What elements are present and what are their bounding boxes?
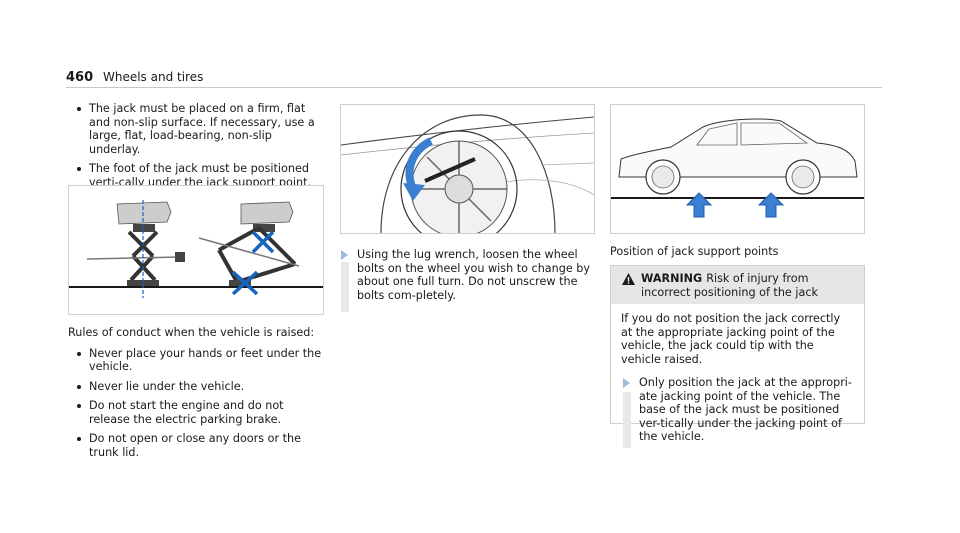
bullet-dot-icon <box>77 351 81 356</box>
bullet-dot-icon <box>77 107 81 111</box>
step-marker-bar <box>341 262 349 312</box>
list-item: Do not start the engine and do not relea… <box>74 399 326 426</box>
jack-support-points-illustration <box>610 104 865 234</box>
rules-intro: Rules of conduct when the vehicle is rai… <box>68 326 315 339</box>
bullet-dot-icon <box>77 384 81 389</box>
list-item: The jack must be placed on a firm, flat … <box>74 102 324 156</box>
step-marker-bar <box>623 392 631 448</box>
step-triangle-icon <box>623 378 630 388</box>
list-item: Never lie under the vehicle. <box>74 380 326 394</box>
jack-placement-bullets: The jack must be placed on a firm, flat … <box>74 102 324 195</box>
lug-wrench-illustration <box>340 104 595 234</box>
warning-label: WARNING <box>641 272 703 285</box>
page-header: 460 Wheels and tires <box>66 70 203 85</box>
section-title: Wheels and tires <box>102 70 204 84</box>
list-item: Never place your hands or feet under the… <box>74 347 326 374</box>
warning-body-text: If you do not position the jack correctl… <box>621 312 841 366</box>
header-divider <box>66 87 882 88</box>
warning-triangle-icon <box>622 273 635 289</box>
bullet-dot-icon <box>77 437 81 441</box>
loosen-bolts-step: Using the lug wrench, loosen the wheel b… <box>341 248 593 302</box>
figure-caption: Position of jack support points <box>610 245 779 258</box>
list-item: Do not open or close any doors or the tr… <box>74 432 326 459</box>
rules-of-conduct: Rules of conduct when the vehicle is rai… <box>68 326 326 465</box>
bullet-dot-icon <box>77 404 81 408</box>
warning-title: Risk of injury from incorrect positionin… <box>641 272 818 299</box>
jack-position-illustration <box>68 185 324 315</box>
warning-step: Only position the jack at the appropri-a… <box>621 376 854 448</box>
step-triangle-icon <box>341 250 348 260</box>
bullet-dot-icon <box>77 167 81 171</box>
page-number: 460 <box>66 70 94 85</box>
